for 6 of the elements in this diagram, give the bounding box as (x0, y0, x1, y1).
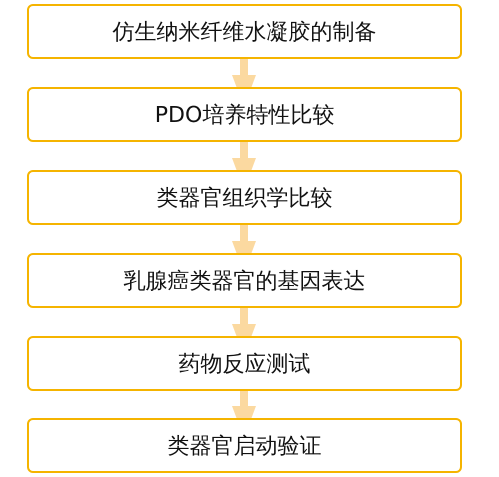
process-box: 药物反应测试 (27, 336, 462, 391)
process-box: 类器官组织学比较 (27, 170, 462, 225)
process-box: 乳腺癌类器官的基因表达 (27, 253, 462, 308)
process-box: 类器官启动验证 (27, 418, 462, 473)
process-box: 仿生纳米纤维水凝胶的制备 (27, 4, 462, 59)
process-box: PDO培养特性比较 (27, 87, 462, 142)
